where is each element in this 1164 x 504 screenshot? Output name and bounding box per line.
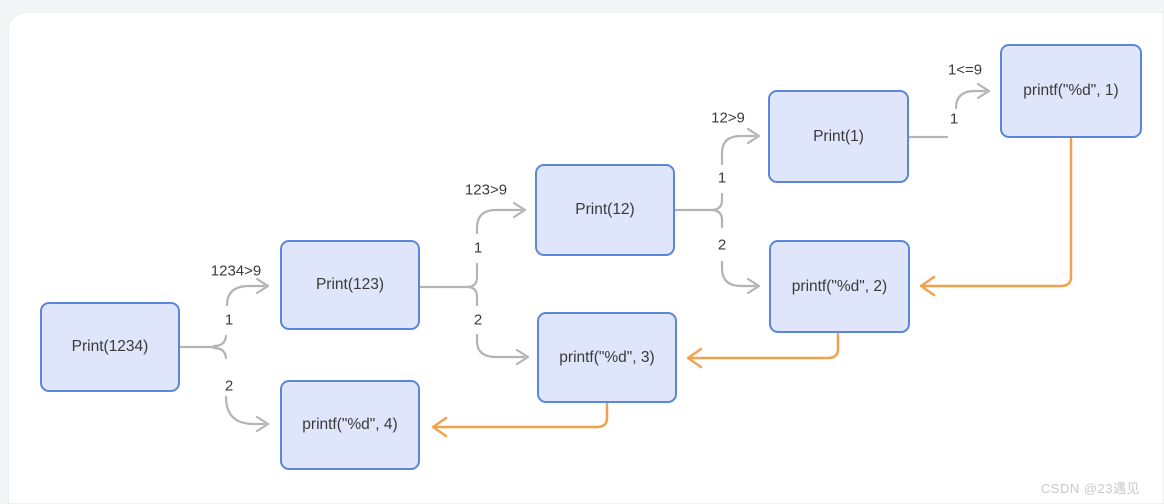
edge-split-down-print123	[465, 285, 479, 307]
arrowhead-return-printf2	[919, 275, 936, 297]
branch-label-print123-1: 1	[473, 239, 483, 257]
node-printf-4: printf("%d", 4)	[280, 380, 420, 470]
return-edges	[431, 137, 1073, 438]
edge-call-print123	[225, 284, 266, 307]
condition-label-1234gt9: 1234>9	[210, 262, 262, 280]
edge-call-print1	[720, 134, 757, 166]
branch-label-print1234-2: 2	[224, 377, 234, 395]
arrowhead-call-print12	[512, 201, 527, 219]
call-edges	[178, 82, 991, 433]
branch-label-print12-2: 2	[717, 236, 727, 254]
edge-split-up-print1234	[212, 334, 228, 348]
edge-split-down-print12	[709, 208, 724, 229]
edge-call-printf4	[224, 395, 266, 426]
node-print-1234: Print(1234)	[40, 302, 180, 392]
node-print-123: Print(123)	[280, 240, 420, 330]
edge-split-up-print123	[465, 262, 479, 289]
branch-label-print1234-1: 1	[224, 311, 234, 329]
node-print-1: Print(1)	[768, 90, 909, 183]
condition-label-123gt9: 123>9	[464, 181, 508, 199]
arrowhead-call-printf2	[746, 277, 761, 295]
edge-call-printf1	[954, 89, 987, 110]
node-print-12: Print(12)	[535, 164, 675, 256]
diagram-panel	[8, 12, 1164, 504]
edge-call-print12	[475, 208, 523, 235]
arrowhead-call-printf3	[515, 348, 530, 366]
node-printf-2: printf("%d", 2)	[769, 240, 910, 333]
condition-label-1le9: 1<=9	[947, 61, 983, 79]
arrowhead-call-printf1	[976, 82, 991, 100]
edge-return-printf3-printf4	[434, 402, 609, 429]
edge-return-printf1-printf2	[922, 137, 1073, 288]
node-printf-3: printf("%d", 3)	[537, 312, 677, 403]
branch-label-print123-2: 2	[473, 311, 483, 329]
edge-call-printf3	[475, 333, 526, 359]
arrowhead-call-printf4	[255, 415, 270, 433]
condition-label-12gt9: 12>9	[711, 109, 745, 127]
node-printf-1: printf("%d", 1)	[1000, 44, 1142, 138]
branch-label-print1-1: 1	[949, 110, 959, 128]
arrowhead-call-print1	[746, 127, 761, 145]
arrowhead-call-print123	[255, 277, 270, 295]
edge-call-printf2	[720, 260, 757, 288]
edge-split-up-print12	[709, 192, 724, 212]
branch-label-print12-1: 1	[717, 169, 727, 187]
arrowhead-return-printf4	[431, 416, 448, 438]
edge-split-down-print1234	[212, 346, 228, 360]
edge-return-printf2-printf3	[689, 332, 840, 360]
arrowhead-return-printf3	[686, 347, 703, 369]
csdn-watermark: CSDN @23遇见	[1040, 481, 1140, 496]
